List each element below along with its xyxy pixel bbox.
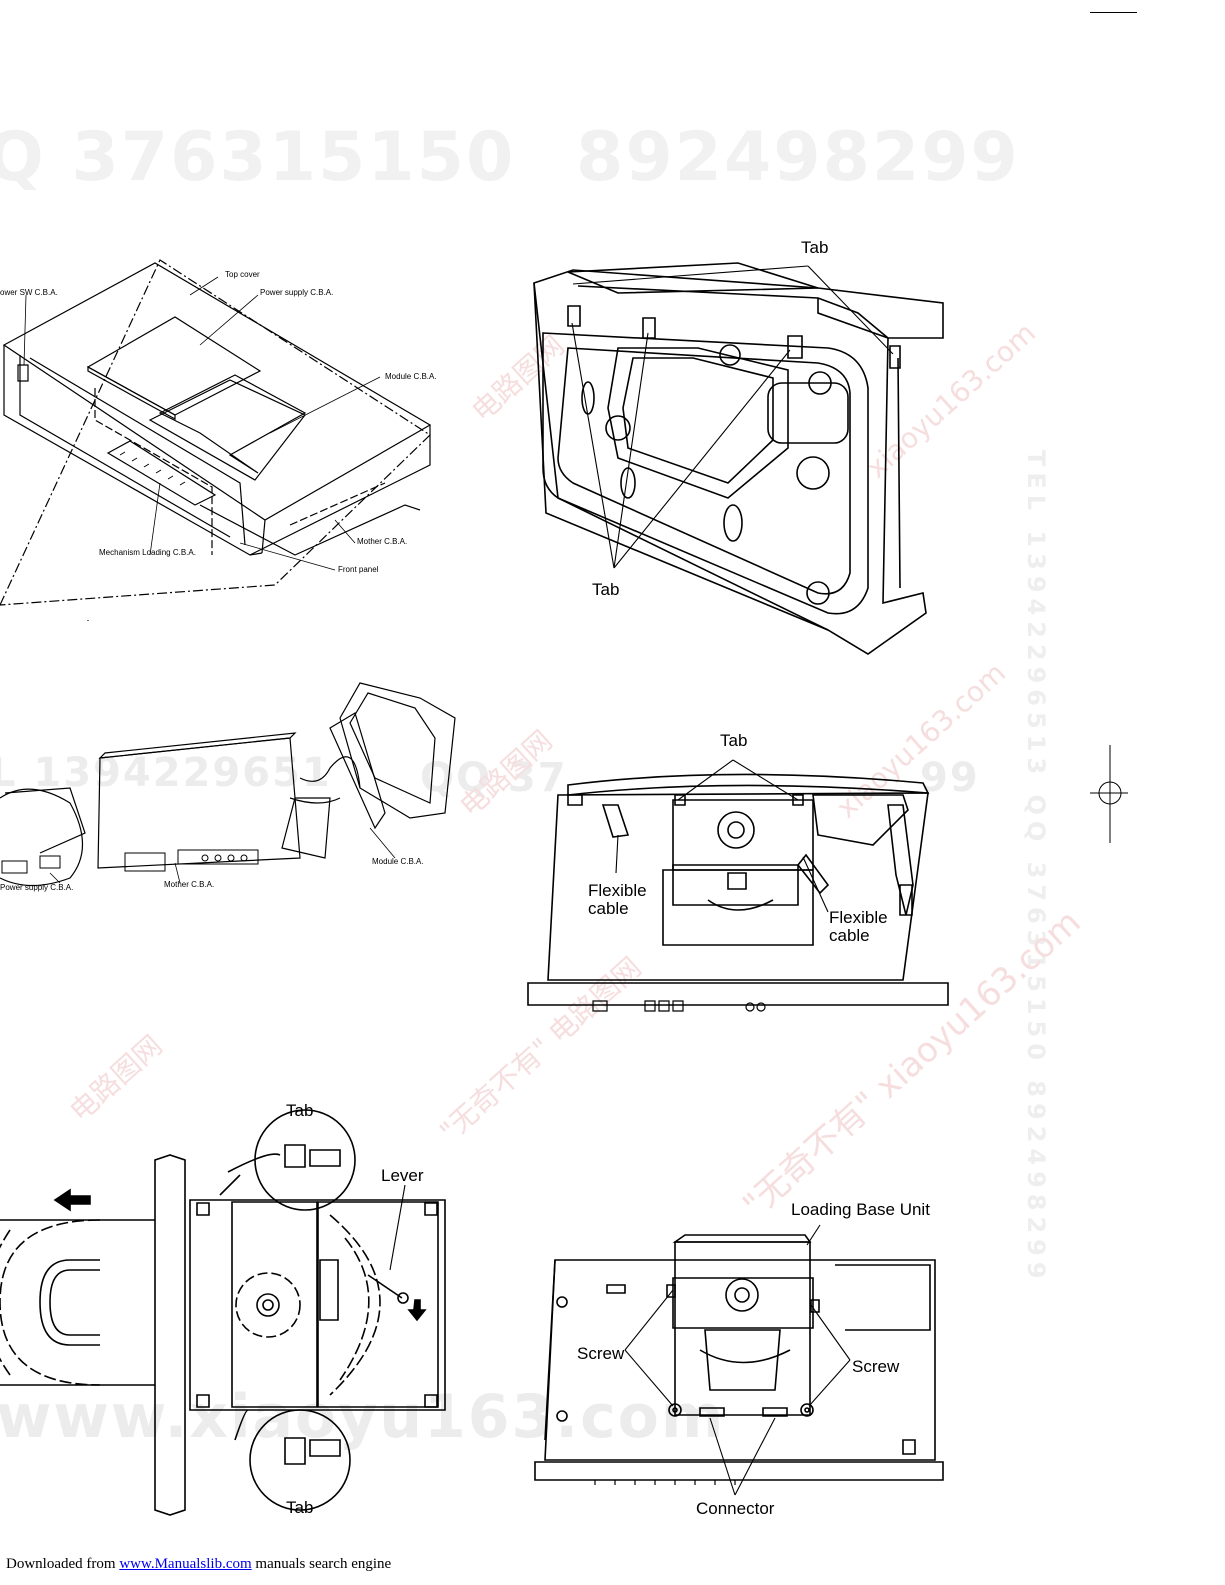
manualslib-link[interactable]: www.Manualslib.com bbox=[119, 1556, 252, 1572]
label-mechanism-loading: Mechanism Loading C.B.A. bbox=[99, 548, 196, 557]
label-screw-left: Screw bbox=[577, 1344, 625, 1363]
label-tab-fig4: Tab bbox=[720, 731, 748, 750]
label-tab-fig5-top: Tab bbox=[286, 1101, 314, 1120]
label-tab-top: Tab bbox=[801, 238, 829, 257]
watermark-side: TEL 13942296513 QQ 376315150 892498299 bbox=[1022, 450, 1050, 1285]
watermark-red-5: 电路图网 bbox=[63, 1028, 169, 1129]
registration-mark-icon bbox=[1088, 745, 1128, 843]
footer-prefix: Downloaded from bbox=[6, 1556, 120, 1572]
label-lever: Lever bbox=[381, 1166, 424, 1185]
figure-module-boards bbox=[0, 678, 460, 908]
label-flexible-left-2: cable bbox=[588, 899, 629, 918]
figure-exploded-chassis bbox=[0, 255, 440, 575]
label-tab-bottom: Tab bbox=[592, 580, 620, 599]
figure-loading-base-unit bbox=[535, 1230, 955, 1490]
watermark-top-left: Q 376315150 bbox=[0, 118, 516, 197]
label-loading-base-unit: Loading Base Unit bbox=[791, 1200, 930, 1219]
label-top-cover: Top cover bbox=[225, 270, 260, 279]
label-front-panel: Front panel bbox=[338, 565, 379, 574]
label-power-sw: ower SW C.B.A. bbox=[0, 288, 58, 297]
label-module: Module C.B.A. bbox=[385, 372, 437, 381]
label-mother-2: Mother C.B.A. bbox=[164, 880, 215, 889]
label-connector: Connector bbox=[696, 1499, 775, 1518]
label-flexible-right-1: Flexible bbox=[829, 908, 888, 927]
label-power-supply: Power supply C.B.A. bbox=[260, 288, 334, 297]
label-flexible-left-1: Flexible bbox=[588, 881, 647, 900]
footer-download-note: Downloaded from www.Manualslib.com manua… bbox=[6, 1556, 391, 1573]
label-module-2: Module C.B.A. bbox=[372, 857, 424, 866]
watermark-top-right: 892498299 bbox=[576, 118, 1020, 197]
footer-suffix: manuals search engine bbox=[251, 1556, 392, 1572]
label-flexible-right-2: cable bbox=[829, 926, 870, 945]
figure-flexible-cable bbox=[528, 765, 953, 1015]
label-screw-right: Screw bbox=[852, 1357, 900, 1376]
page-header-rule bbox=[1090, 12, 1137, 13]
label-mother: Mother C.B.A. bbox=[357, 537, 408, 546]
label-power-supply-2: Power supply C.B.A. bbox=[0, 883, 74, 892]
label-tab-fig5-bottom: Tab bbox=[286, 1498, 314, 1517]
figure-lever-release bbox=[0, 1120, 460, 1520]
figure-top-cover-tabs bbox=[528, 258, 953, 658]
